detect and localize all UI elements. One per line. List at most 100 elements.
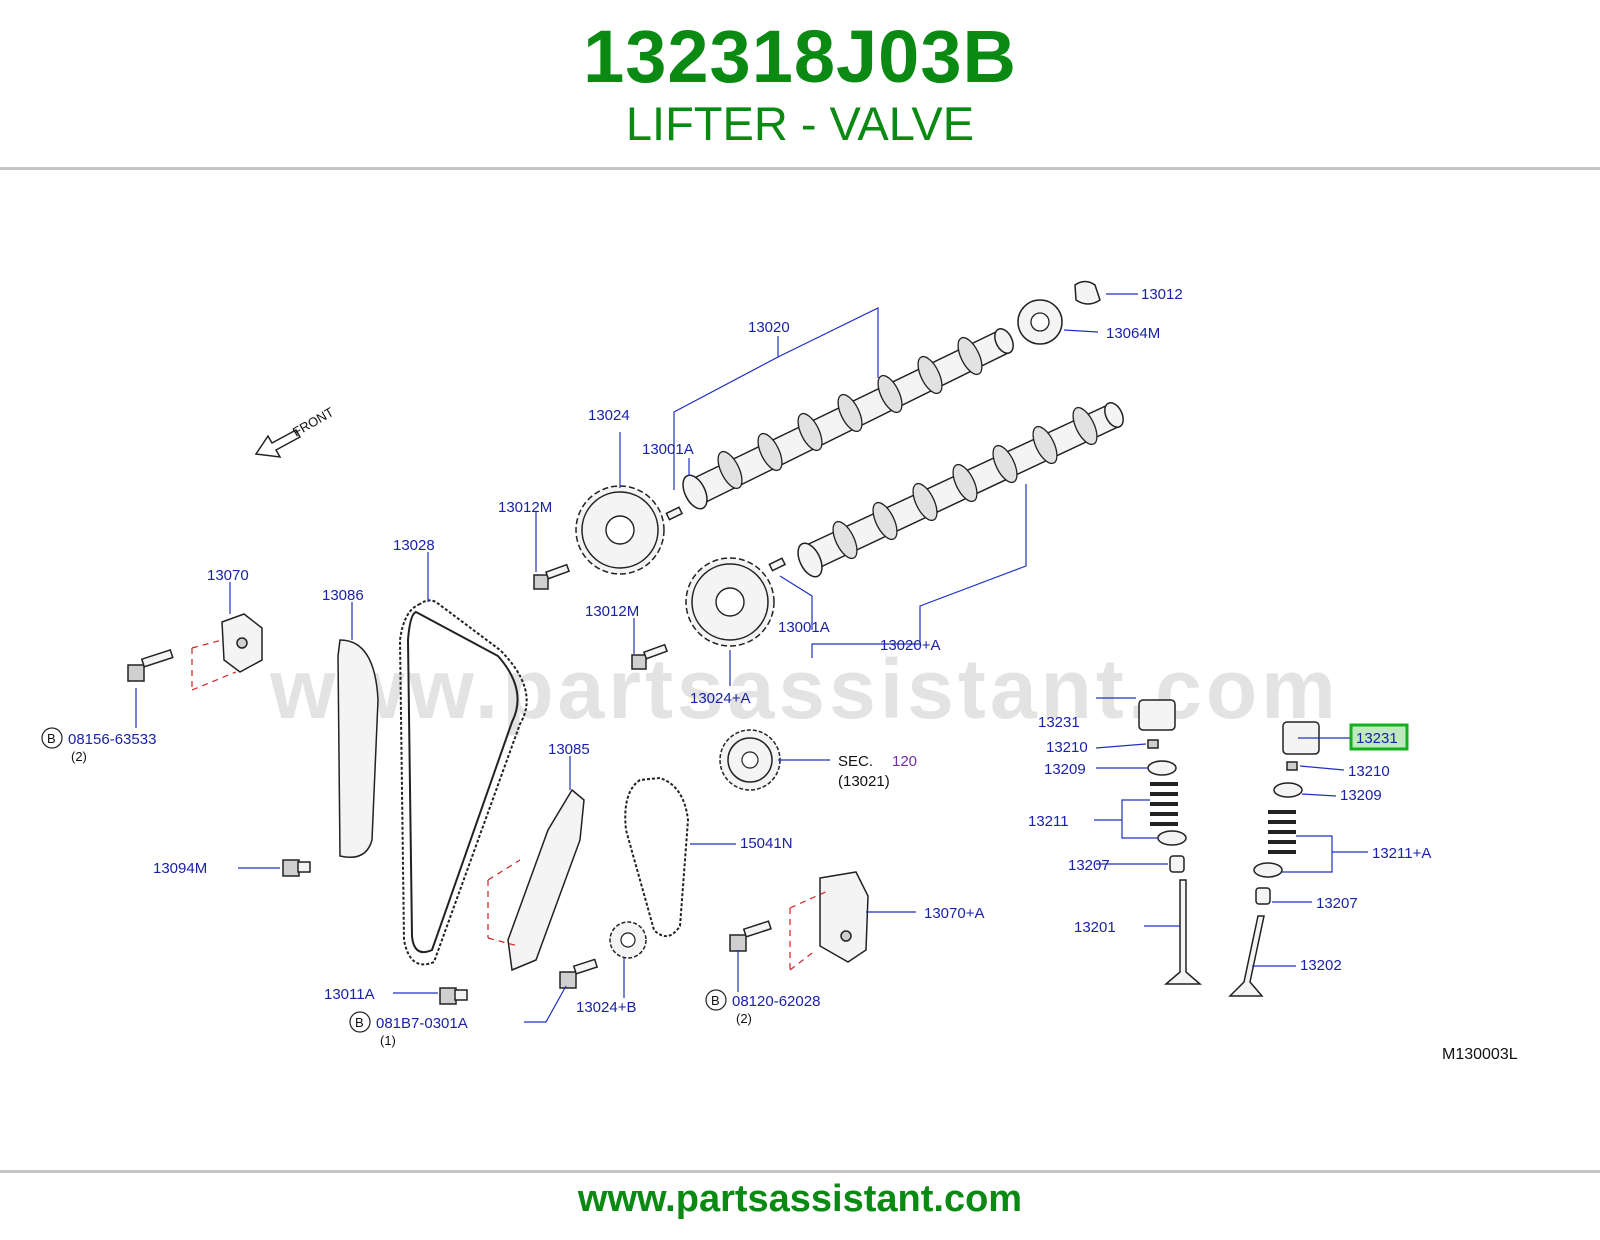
bolt-marker-circle-2 — [349, 1011, 371, 1033]
sprocket-13024[interactable] — [575, 485, 665, 575]
lower-camshaft[interactable] — [793, 400, 1127, 581]
label-13028[interactable]: 13028 — [393, 537, 435, 554]
label-13070A[interactable]: 13070+A — [924, 905, 984, 922]
cap-13012[interactable] — [1074, 280, 1101, 305]
seat-13211-left — [1157, 830, 1187, 846]
retainer-13209-right — [1273, 782, 1303, 798]
label-15041N[interactable]: 15041N — [740, 835, 793, 852]
bolt-081B7-0301A[interactable] — [559, 958, 599, 989]
slack-guide-dash-lines — [487, 859, 521, 947]
part-number-title: 132318J03B — [583, 15, 1017, 98]
spring-13211-left — [1150, 782, 1178, 826]
seal-13207-left — [1169, 855, 1185, 873]
label-13085[interactable]: 13085 — [548, 741, 590, 758]
label-13207-right[interactable]: 13207 — [1316, 895, 1358, 912]
label-13001A-upper[interactable]: 13001A — [642, 441, 694, 458]
label-sec-13021: (13021) — [838, 773, 890, 790]
highlight-box-13231 — [1349, 723, 1409, 751]
leader-lines — [135, 293, 1368, 1023]
label-13020[interactable]: 13020 — [748, 319, 790, 336]
label-13001A-lower[interactable]: 13001A — [778, 619, 830, 636]
qty-081B7-0301A: (1) — [380, 1033, 396, 1048]
bolt-13012M-lower[interactable] — [631, 643, 669, 670]
label-13209-right[interactable]: 13209 — [1340, 787, 1382, 804]
label-13064M[interactable]: 13064M — [1106, 325, 1160, 342]
footer-divider — [0, 1170, 1600, 1173]
label-13024[interactable]: 13024 — [588, 407, 630, 424]
label-13020A[interactable]: 13020+A — [880, 637, 940, 654]
seal-13207-right — [1255, 887, 1271, 905]
front-arrow-icon — [254, 428, 302, 458]
right-valve-assembly[interactable] — [1228, 721, 1320, 997]
part-name-subtitle: LIFTER - VALVE — [625, 97, 975, 150]
front-label: FRONT — [290, 404, 336, 439]
label-08156-63533[interactable]: 08156-63533 — [68, 731, 156, 748]
bolt-marker-3: B — [711, 993, 720, 1008]
label-13012M-upper[interactable]: 13012M — [498, 499, 552, 516]
lifter-13231-left — [1138, 699, 1176, 731]
retainer-13209-left — [1147, 760, 1177, 776]
plug-13011A[interactable] — [439, 987, 468, 1005]
label-081B7-0301A[interactable]: 081B7-0301A — [376, 1015, 468, 1032]
dowel-pin-lower[interactable] — [768, 557, 787, 572]
label-13231-right-highlighted[interactable]: 13231 — [1356, 730, 1398, 747]
sprocket-13024A[interactable] — [685, 557, 775, 647]
label-08120-62028[interactable]: 08120-62028 — [732, 993, 820, 1010]
page-header: 132318J03B LIFTER - VALVE — [0, 0, 1600, 170]
label-13012M-lower[interactable]: 13012M — [585, 603, 639, 620]
label-sec-120[interactable]: 120 — [892, 753, 917, 770]
tensioner-13070[interactable] — [221, 613, 263, 673]
label-13211A[interactable]: 13211+A — [1372, 845, 1431, 862]
label-13094M[interactable]: 13094M — [153, 860, 207, 877]
bolt-marker-2: B — [355, 1015, 364, 1030]
bolt-08156-63533[interactable] — [127, 648, 174, 682]
watermark-text: www.partsassistant.com — [269, 642, 1340, 736]
qty-08120-62028: (2) — [736, 1011, 752, 1026]
bolt-13012M-upper[interactable] — [533, 563, 571, 590]
upper-camshaft[interactable] — [678, 326, 1017, 513]
seat-13211A-right — [1253, 862, 1283, 878]
label-13024B[interactable]: 13024+B — [576, 999, 636, 1016]
label-13202[interactable]: 13202 — [1300, 957, 1342, 974]
timing-chain-13028[interactable] — [398, 599, 528, 966]
bolt-08120-62028[interactable] — [729, 920, 772, 952]
label-13011A[interactable]: 13011A — [324, 986, 375, 1003]
label-13210-left[interactable]: 13210 — [1046, 739, 1088, 756]
label-13207-left[interactable]: 13207 — [1068, 857, 1110, 874]
bolt-marker-circle-1 — [41, 727, 63, 749]
label-13086[interactable]: 13086 — [322, 587, 364, 604]
plug-13094M[interactable] — [282, 859, 311, 877]
label-13070[interactable]: 13070 — [207, 567, 249, 584]
label-13211[interactable]: 13211 — [1028, 813, 1069, 830]
valve-13201 — [1163, 879, 1203, 985]
label-13012[interactable]: 13012 — [1141, 286, 1183, 303]
timing-chain-13028-inner — [406, 610, 519, 954]
reluctor-ring-13064M[interactable] — [1017, 299, 1063, 345]
bolt-marker-1: B — [47, 731, 56, 746]
footer-url-link[interactable]: www.partsassistant.com — [577, 1178, 1023, 1220]
label-13201[interactable]: 13201 — [1074, 919, 1116, 936]
label-13231-left[interactable]: 13231 — [1038, 714, 1080, 731]
collet-13210-right — [1286, 761, 1298, 771]
slack-guide-13085[interactable] — [507, 788, 585, 972]
header-divider — [0, 167, 1600, 170]
label-13024A[interactable]: 13024+A — [690, 690, 750, 707]
tensioner-A-dash-lines — [789, 889, 831, 971]
left-valve-assembly[interactable] — [1138, 699, 1203, 985]
sprocket-13024B[interactable] — [609, 921, 647, 959]
spring-13211A-right — [1268, 810, 1296, 854]
chain-guide-13086[interactable] — [337, 639, 379, 858]
label-13210-right[interactable]: 13210 — [1348, 763, 1390, 780]
bolt-marker-circle-3 — [705, 989, 727, 1011]
label-13209-left[interactable]: 13209 — [1044, 761, 1086, 778]
gear-sec-120[interactable] — [719, 729, 781, 791]
dowel-pin-upper[interactable] — [665, 506, 684, 521]
tensioner-dash-lines — [191, 639, 237, 691]
diagram-code: M130003L — [1442, 1046, 1518, 1063]
tensioner-13070A[interactable] — [819, 871, 869, 963]
chain-15041N[interactable] — [624, 776, 690, 937]
qty-08156-63533: (2) — [71, 749, 87, 764]
collet-13210-left — [1147, 739, 1159, 749]
valve-13202 — [1228, 915, 1265, 997]
